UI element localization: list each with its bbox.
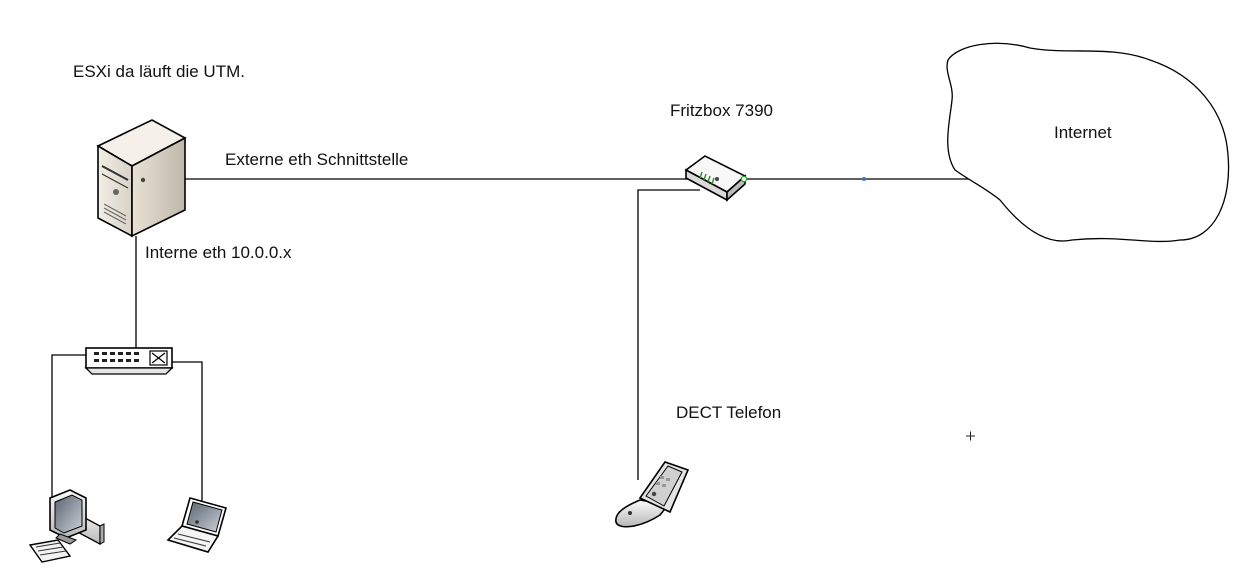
link-midpoint-marker	[862, 177, 866, 181]
internal-interface-label: Interne eth 10.0.0.x	[145, 243, 292, 262]
internet-label: Internet	[1054, 123, 1112, 142]
laptop-icon	[166, 497, 227, 553]
dect-phone-icon	[615, 461, 690, 528]
link-switch-desktop	[51, 354, 86, 498]
link-fritzbox-dect	[637, 189, 700, 480]
router-icon	[684, 155, 748, 202]
external-interface-label: Externe eth Schnittstelle	[225, 150, 409, 169]
connections	[51, 178, 982, 508]
crosshair-cursor-icon	[966, 431, 975, 441]
switch-icon	[84, 347, 174, 375]
dect-phone-label: DECT Telefon	[676, 403, 782, 422]
server-tower-icon	[96, 119, 187, 238]
esxi-caption: ESXi da läuft die UTM.	[73, 62, 245, 81]
desktop-computer-icon	[28, 489, 105, 563]
cloud-icon	[946, 42, 1230, 243]
fritzbox-label: Fritzbox 7390	[670, 101, 773, 120]
link-switch-laptop	[172, 361, 203, 508]
